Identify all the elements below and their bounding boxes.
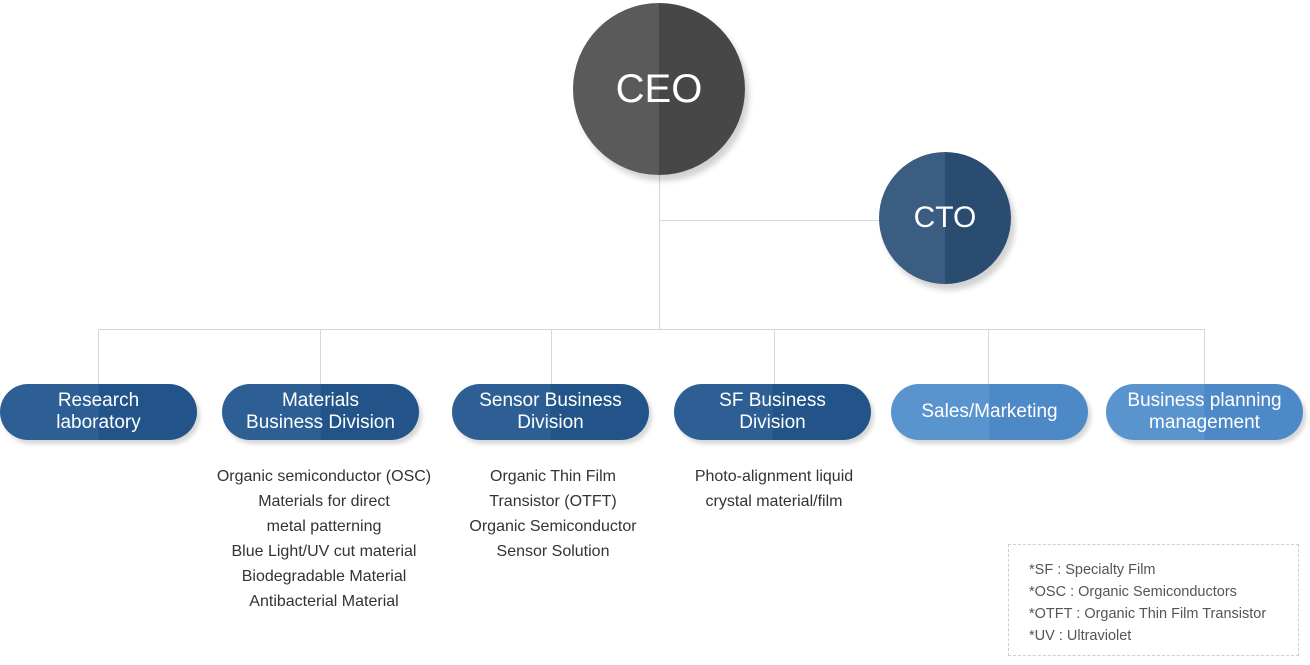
legend-item: *UV : Ultraviolet (1029, 628, 1132, 644)
cto-node: CTO (879, 152, 1011, 284)
division-drop-connector-3 (551, 329, 552, 385)
description-item: Materials for direct (258, 493, 390, 510)
division-sf-business: SF Business Division (674, 384, 871, 440)
division-label-line2: Division (739, 412, 806, 433)
description-item: Sensor Solution (496, 543, 610, 560)
description-item: Biodegradable Material (241, 568, 407, 585)
description-item: Organic Semiconductor (469, 518, 637, 535)
description-item: metal patterning (266, 518, 382, 535)
legend-item: *SF : Specialty Film (1029, 562, 1156, 578)
division-drop-connector-2 (320, 329, 321, 385)
division-sensor-business: Sensor Business Division (452, 384, 649, 440)
division-label-line2: Division (517, 412, 584, 433)
cto-label: CTO (913, 201, 977, 234)
legend-item: *OTFT : Organic Thin Film Transistor (1029, 606, 1267, 622)
division-label-line2: laboratory (56, 412, 141, 433)
division-drop-connector-4 (774, 329, 775, 385)
cto-horizontal-connector (659, 220, 881, 221)
division-label-line1: SF Business (719, 390, 826, 411)
division-drop-connector-5 (988, 329, 989, 385)
division-label-line1: Materials (281, 390, 360, 411)
legend-item: *OSC : Organic Semiconductors (1029, 584, 1237, 600)
ceo-label: CEO (615, 66, 703, 111)
description-item: Transistor (OTFT) (489, 493, 617, 510)
description-item: Antibacterial Material (249, 593, 399, 610)
division-materials-business: Materials Business Division (222, 384, 419, 440)
division-label-line1: Business planning (1127, 390, 1282, 411)
description-item: Organic semiconductor (OSC) (216, 468, 432, 485)
description-item: crystal material/film (705, 493, 843, 510)
description-item: Blue Light/UV cut material (231, 543, 417, 560)
division-business-planning: Business planning management (1106, 384, 1303, 440)
division-drop-connector-6 (1204, 329, 1205, 385)
ceo-node: CEO (573, 3, 745, 175)
sensor-division-description: Organic Thin Film Transistor (OTFT) Orga… (433, 464, 673, 564)
sf-division-description: Photo-alignment liquid crystal material/… (654, 464, 894, 514)
materials-division-description: Organic semiconductor (OSC) Materials fo… (204, 464, 444, 614)
division-label-line1: Sensor Business (479, 390, 622, 411)
division-label-line2: Business Division (246, 412, 395, 433)
description-item: Photo-alignment liquid (694, 468, 854, 485)
division-label-line1: Sales/Marketing (921, 401, 1058, 422)
ceo-vertical-connector (659, 174, 660, 330)
division-label-line1: Research (57, 390, 140, 411)
division-drop-connector-1 (98, 329, 99, 385)
division-sales-marketing: Sales/Marketing (891, 384, 1088, 440)
description-item: Organic Thin Film (490, 468, 616, 485)
division-horizontal-connector (98, 329, 1205, 330)
abbreviation-legend: *SF : Specialty Film *OSC : Organic Semi… (1008, 544, 1299, 656)
division-research-laboratory: Research laboratory (0, 384, 197, 440)
division-label-line2: management (1149, 412, 1260, 433)
